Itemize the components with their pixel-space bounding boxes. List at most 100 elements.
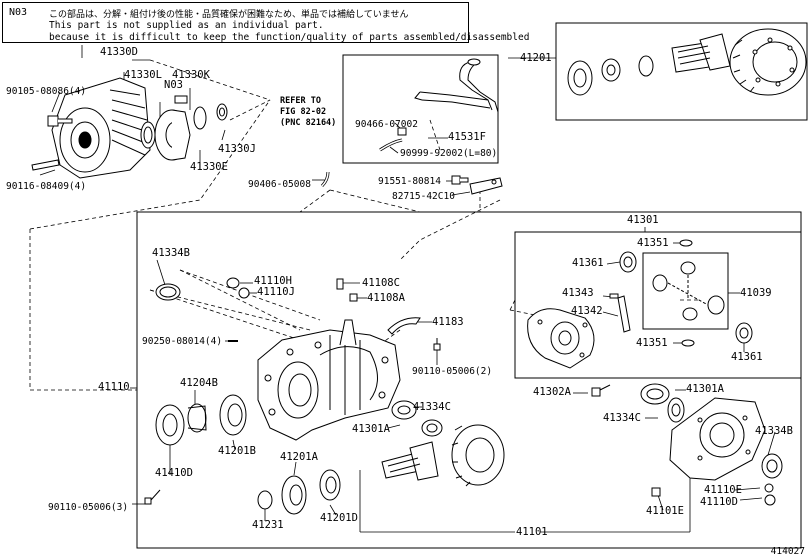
bearing-41201A: [281, 475, 307, 515]
breather-tube: [379, 58, 499, 152]
label-90110-05006-2[interactable]: 90110-05006(2): [412, 366, 493, 377]
label-41110E[interactable]: 41110E: [704, 484, 742, 496]
diff-carrier-41110: [257, 319, 401, 441]
label-41361-bottom[interactable]: 41361: [731, 351, 763, 363]
label-41108A[interactable]: 41108A: [367, 292, 405, 304]
label-41201D[interactable]: 41201D: [320, 512, 358, 524]
ring-gear-kit-box: [555, 22, 808, 121]
label-41301[interactable]: 41301: [627, 214, 659, 226]
drive-pinion-41101: [381, 441, 439, 481]
label-41301A-right[interactable]: 41301A: [686, 383, 724, 395]
stud-90116: [31, 159, 60, 171]
washer-41330J: [216, 103, 228, 121]
ref-line3: (PNC 82164): [280, 118, 337, 128]
label-90466-07002[interactable]: 90466-07002: [355, 119, 418, 130]
gasket-41110D: [764, 494, 776, 506]
label-41330E[interactable]: 41330E: [190, 161, 228, 173]
shim-41334C-right: [667, 397, 685, 423]
label-41201B[interactable]: 41201B: [218, 445, 256, 457]
label-41330K[interactable]: 41330K: [172, 69, 210, 81]
pinion-gear-kit-box: [642, 252, 729, 330]
plug-41110E: [764, 483, 774, 493]
label-41334C-left[interactable]: 41334C: [413, 401, 451, 413]
label-91551-80814[interactable]: 91551-80814: [378, 176, 441, 187]
pin-41343: [609, 293, 619, 299]
label-90999-92002[interactable]: 90999-92002(L=80): [400, 148, 498, 159]
label-41039[interactable]: 41039: [740, 287, 772, 299]
label-90116-08409[interactable]: 90116-08409(4): [6, 181, 87, 192]
label-90105-08086[interactable]: 90105-08086(4): [6, 86, 87, 97]
label-41343[interactable]: 41343: [562, 287, 594, 299]
plate-41183: [387, 317, 421, 335]
gasket-41110J: [238, 287, 250, 299]
label-41110D[interactable]: 41110D: [700, 496, 738, 508]
washer-41351-bottom: [681, 339, 695, 347]
ring-gear-41101: [451, 424, 505, 487]
label-41110H[interactable]: 41110H: [254, 275, 292, 287]
label-90406-05008[interactable]: 90406-05008: [248, 179, 311, 190]
label-41351-top[interactable]: 41351: [637, 237, 669, 249]
label-41410D[interactable]: 41410D: [155, 467, 193, 479]
plug-n03: [174, 95, 188, 104]
label-41330L[interactable]: 41330L: [124, 69, 162, 81]
label-41342[interactable]: 41342: [571, 305, 603, 317]
nut-41108A: [349, 293, 358, 302]
bolt-41108C: [336, 278, 344, 290]
label-41301A-left[interactable]: 41301A: [352, 423, 390, 435]
supply-note: N03 この部品は、分解・組付け後の性能・品質確保が困難なため、単品では補給して…: [2, 2, 529, 43]
note-english-line2: because it is difficult to keep the func…: [49, 32, 530, 43]
label-41330J[interactable]: 41330J: [218, 143, 256, 155]
diagram-id: 414027: [770, 546, 805, 557]
breather-box: [342, 54, 499, 164]
side-gear-41361-top: [619, 251, 637, 273]
label-41351-bottom[interactable]: 41351: [636, 337, 668, 349]
note-japanese: この部品は、分解・組付け後の性能・品質確保が困難なため、単品では補給していません: [49, 10, 409, 20]
note-code: N03: [9, 7, 28, 18]
label-82715-42c10[interactable]: 82715-42C10: [392, 191, 455, 202]
label-41108C[interactable]: 41108C: [362, 277, 400, 289]
label-41334B-right[interactable]: 41334B: [755, 425, 793, 437]
label-41361-top[interactable]: 41361: [572, 257, 604, 269]
label-41334B-left[interactable]: 41334B: [152, 247, 190, 259]
bracket-82715: [469, 177, 503, 195]
label-41110[interactable]: 41110: [98, 381, 130, 393]
label-41330D[interactable]: 41330D: [100, 46, 138, 58]
note-english-line1: This part is not supplied as an individu…: [49, 20, 324, 31]
label-90250-08014[interactable]: 90250-08014(4): [142, 336, 223, 347]
label-41183[interactable]: 41183: [432, 316, 464, 328]
bolt-91551: [451, 175, 469, 185]
bolt-90110-top: [433, 338, 441, 351]
label-41302A[interactable]: 41302A: [533, 386, 571, 398]
label-41101[interactable]: 41101: [516, 526, 548, 538]
seal-41410D: [155, 404, 185, 446]
diff-case-kit-box: [514, 231, 802, 379]
oil-seal-41334B-left: [155, 283, 181, 301]
label-41101E[interactable]: 41101E: [646, 505, 684, 517]
ring-gear-41201: [729, 28, 807, 96]
bearing-41301A-right: [640, 383, 670, 405]
nut-41201: [601, 58, 621, 82]
bearing-41204B: [187, 403, 207, 433]
main-assembly-box: [136, 211, 802, 549]
bolt-41302A: [591, 384, 611, 397]
label-90110-05006-3[interactable]: 90110-05006(3): [48, 502, 129, 513]
label-41334C-right[interactable]: 41334C: [603, 412, 641, 424]
bolt-90105: [47, 115, 73, 127]
pinion-shaft-41201: [671, 33, 731, 73]
bolt-90110-bottom: [144, 489, 161, 505]
bearing-41301A-left: [421, 419, 443, 437]
bearing-41201D: [319, 469, 341, 501]
ring-41330E: [193, 106, 207, 130]
hose-90406: [320, 171, 330, 188]
label-41201[interactable]: 41201: [520, 52, 552, 64]
label-41110J[interactable]: 41110J: [257, 286, 295, 298]
label-41531F[interactable]: 41531F: [448, 131, 486, 143]
ref-line1: REFER TO: [280, 96, 321, 106]
spacer-41231: [257, 490, 273, 510]
label-41201A[interactable]: 41201A: [280, 451, 318, 463]
seal-41201: [567, 60, 593, 96]
ref-line2: FIG 82-02: [280, 107, 327, 117]
label-41231[interactable]: 41231: [252, 519, 284, 531]
label-41204B[interactable]: 41204B: [180, 377, 218, 389]
